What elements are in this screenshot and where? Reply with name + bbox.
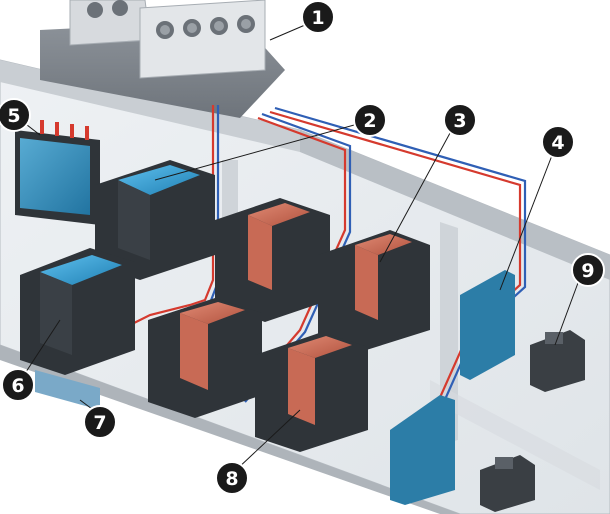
callout-number: 9 <box>581 260 594 282</box>
callout-number: 5 <box>7 105 20 127</box>
callout-2: 2 <box>353 103 387 137</box>
callout-4: 4 <box>541 125 575 159</box>
callout-number: 4 <box>551 132 564 154</box>
callout-1: 1 <box>301 0 335 34</box>
rack-pod-hot-aisle-4 <box>255 332 368 452</box>
callout-badges: 1 2 3 4 5 6 7 8 9 <box>0 0 605 495</box>
rack-pod-cold-aisle-1 <box>95 160 215 280</box>
rack-pod-hot-aisle-3 <box>148 298 262 418</box>
callout-number: 3 <box>453 110 466 132</box>
callout-8: 8 <box>215 461 249 495</box>
rack-pod-hot-aisle-2 <box>318 230 430 352</box>
roof-chiller-units <box>40 0 285 118</box>
callout-5: 5 <box>0 98 31 132</box>
rack-pod-hot-aisle-1 <box>215 198 330 322</box>
rack-row-right <box>390 270 515 505</box>
operator-console <box>480 330 585 512</box>
rack-pod-cold-aisle-2 <box>20 248 135 375</box>
power-units <box>35 370 100 410</box>
callout-7: 7 <box>83 405 117 439</box>
cold-aisle-room-left <box>15 120 100 225</box>
callout-3: 3 <box>443 103 477 137</box>
callout-number: 6 <box>11 375 24 397</box>
callout-number: 7 <box>93 412 106 434</box>
callout-number: 8 <box>225 468 238 490</box>
callout-number: 1 <box>311 7 324 29</box>
callout-number: 2 <box>363 110 376 132</box>
callout-9: 9 <box>571 253 605 287</box>
callout-6: 6 <box>1 368 35 402</box>
